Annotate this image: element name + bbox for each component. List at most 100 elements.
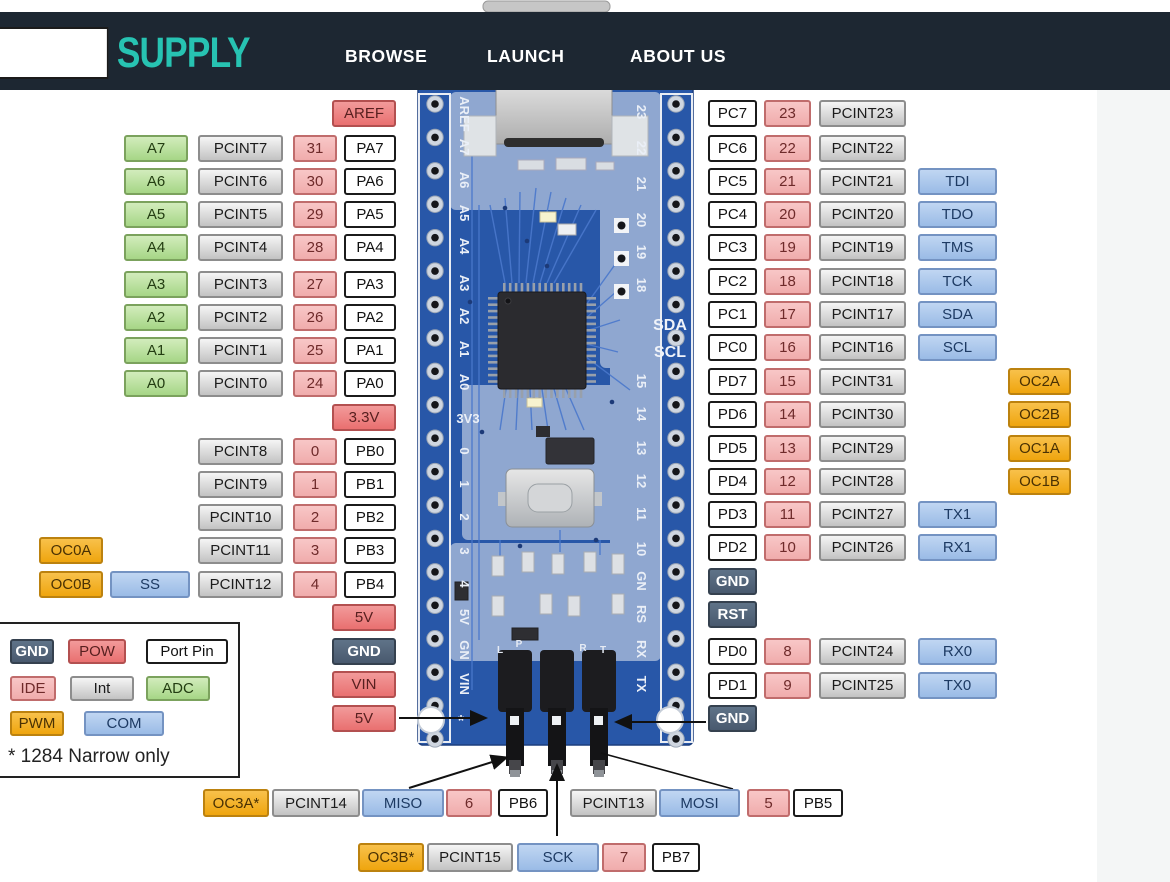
pin-label-29: 29 bbox=[293, 201, 337, 228]
silk-gn: GN bbox=[634, 571, 649, 591]
pin-label-pb7: PB7 bbox=[652, 843, 700, 872]
pin-label-miso: MISO bbox=[362, 789, 444, 817]
pin-label-a4: A4 bbox=[124, 234, 188, 261]
pin-label-pwm: PWM bbox=[10, 711, 64, 736]
silk-19: 19 bbox=[634, 245, 649, 259]
pin-label-pcint24: PCINT24 bbox=[819, 638, 906, 665]
silk-10: 10 bbox=[634, 542, 649, 556]
silk-gn: GN bbox=[457, 640, 472, 660]
pin-label-pb3: PB3 bbox=[344, 537, 396, 564]
pin-label-3-3v: 3.3V bbox=[332, 404, 396, 431]
pin-label-gnd: GND bbox=[708, 568, 757, 595]
pin-label-5: 5 bbox=[747, 789, 790, 817]
pin-label-5v: 5V bbox=[332, 705, 396, 732]
silk-a1: A1 bbox=[457, 341, 472, 358]
silk-l: L bbox=[497, 645, 503, 656]
nav-about-us[interactable]: ABOUT US bbox=[630, 46, 727, 66]
nav-browse[interactable]: BROWSE bbox=[345, 46, 428, 66]
pin-label-a7: A7 bbox=[124, 135, 188, 162]
pin-label-pcint25: PCINT25 bbox=[819, 672, 906, 699]
pin-label-tx1: TX1 bbox=[918, 501, 997, 528]
pin-label-pcint19: PCINT19 bbox=[819, 234, 906, 261]
pin-label-17: 17 bbox=[764, 301, 811, 328]
silk-5v: 5V bbox=[457, 609, 472, 625]
pin-label-a3: A3 bbox=[124, 271, 188, 298]
page-background-panel bbox=[1097, 90, 1170, 882]
pin-label-26: 26 bbox=[293, 304, 337, 331]
pin-label-oc0b: OC0B bbox=[39, 571, 103, 598]
pin-label-11: 11 bbox=[764, 501, 811, 528]
nav-launch[interactable]: LAUNCH bbox=[487, 46, 565, 66]
pin-label-pd4: PD4 bbox=[708, 468, 757, 495]
pin-label-pcint11: PCINT11 bbox=[198, 537, 283, 564]
silk-aref: AREF bbox=[457, 96, 472, 131]
pin-label-aref: AREF bbox=[332, 100, 396, 127]
pin-label-pa2: PA2 bbox=[344, 304, 396, 331]
pin-label-20: 20 bbox=[764, 201, 811, 228]
pin-label-6: 6 bbox=[446, 789, 492, 817]
pin-label-23: 23 bbox=[764, 100, 811, 127]
pin-label-21: 21 bbox=[764, 168, 811, 195]
pin-label-pcint4: PCINT4 bbox=[198, 234, 283, 261]
pin-label-int: Int bbox=[70, 676, 134, 701]
pin-label-pc5: PC5 bbox=[708, 168, 757, 195]
pin-label-pb4: PB4 bbox=[344, 571, 396, 598]
pin-label-7: 7 bbox=[602, 843, 646, 872]
pin-label-5v: 5V bbox=[332, 604, 396, 631]
pin-label-4: 4 bbox=[293, 571, 337, 598]
smd-components bbox=[454, 551, 625, 641]
pin-label-pow: POW bbox=[68, 639, 126, 664]
silk-a3: A3 bbox=[457, 275, 472, 292]
pin-label-pc7: PC7 bbox=[708, 100, 757, 127]
pin-label-pc1: PC1 bbox=[708, 301, 757, 328]
pin-label-ss: SS bbox=[110, 571, 190, 598]
pin-label-1: 1 bbox=[293, 471, 337, 498]
pin-label-pb2: PB2 bbox=[344, 504, 396, 531]
silk-13: 13 bbox=[634, 441, 649, 455]
pin-label-a2: A2 bbox=[124, 304, 188, 331]
pin-label-pd0: PD0 bbox=[708, 638, 757, 665]
pin-label-13: 13 bbox=[764, 435, 811, 462]
pin-label-oc1a: OC1A bbox=[1008, 435, 1071, 462]
silk-0: 0 bbox=[457, 447, 472, 454]
pin-label-pa1: PA1 bbox=[344, 337, 396, 364]
pin-label-pcint3: PCINT3 bbox=[198, 271, 283, 298]
pin-label-rx0: RX0 bbox=[918, 638, 997, 665]
pin-label-pcint14: PCINT14 bbox=[272, 789, 360, 817]
pin-label-tms: TMS bbox=[918, 234, 997, 261]
pin-label-tdi: TDI bbox=[918, 168, 997, 195]
pcb-traces bbox=[471, 150, 631, 690]
pin-label-oc3a-: OC3A* bbox=[203, 789, 269, 817]
pin-label-27: 27 bbox=[293, 271, 337, 298]
pin-label-pb0: PB0 bbox=[344, 438, 396, 465]
pin-label-12: 12 bbox=[764, 468, 811, 495]
pin-label-sck: SCK bbox=[517, 843, 599, 872]
programming-headers bbox=[498, 650, 616, 777]
pin-label-pc6: PC6 bbox=[708, 135, 757, 162]
pin-label-pcint15: PCINT15 bbox=[427, 843, 513, 872]
pin-label-pcint7: PCINT7 bbox=[198, 135, 283, 162]
pin-label-pcint12: PCINT12 bbox=[198, 571, 283, 598]
silk-3: 3 bbox=[457, 547, 472, 554]
silk--: * bbox=[458, 713, 465, 730]
pin-label-25: 25 bbox=[293, 337, 337, 364]
mounting-hole-right bbox=[656, 706, 684, 734]
pin-label-port-pin: Port Pin bbox=[146, 639, 228, 664]
logo-text-crowd: ROWD bbox=[0, 27, 109, 79]
pin-label-mosi: MOSI bbox=[659, 789, 740, 817]
pin-label-a1: A1 bbox=[124, 337, 188, 364]
pin-label-pcint13: PCINT13 bbox=[570, 789, 657, 817]
pin-label--1284-narrow-only: * 1284 Narrow only bbox=[8, 746, 170, 767]
pin-label-pcint8: PCINT8 bbox=[198, 438, 283, 465]
mounting-hole-left bbox=[417, 706, 445, 734]
pin-label-pcint27: PCINT27 bbox=[819, 501, 906, 528]
pin-label-scl: SCL bbox=[918, 334, 997, 361]
inner-pads bbox=[614, 218, 629, 299]
pin-label-tck: TCK bbox=[918, 268, 997, 295]
pin-label-pb1: PB1 bbox=[344, 471, 396, 498]
pin-label-ide: IDE bbox=[10, 676, 56, 701]
pin-label-pa5: PA5 bbox=[344, 201, 396, 228]
silk-a6: A6 bbox=[457, 172, 472, 189]
pin-label-oc2a: OC2A bbox=[1008, 368, 1071, 395]
